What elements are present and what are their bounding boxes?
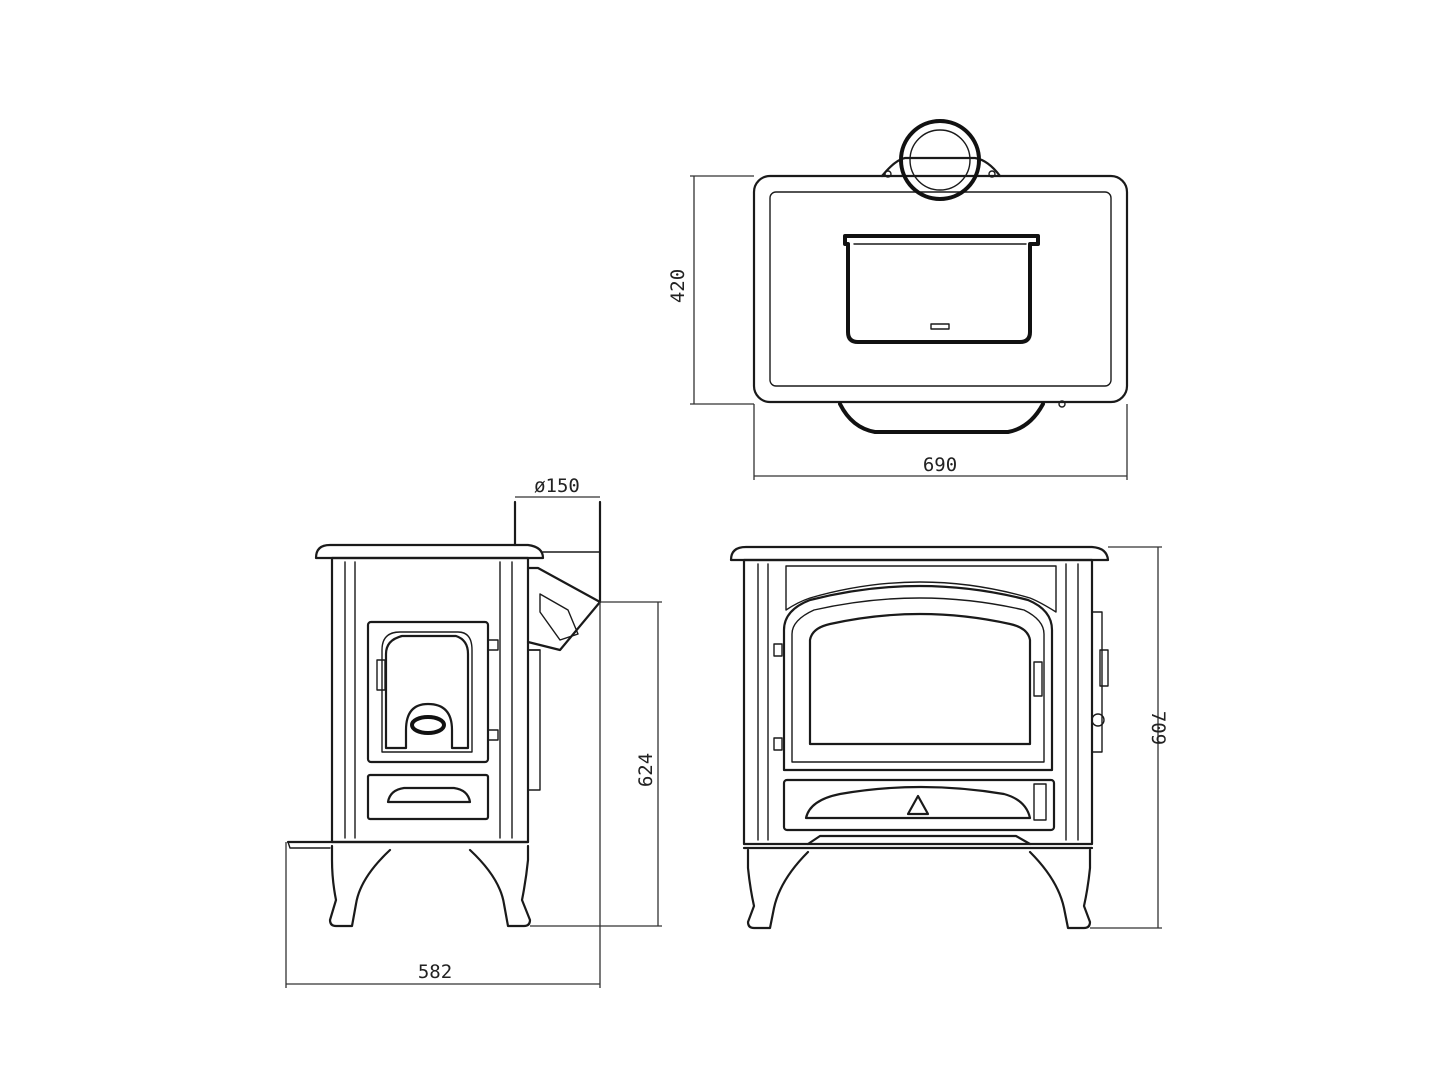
top-view: 420 690 bbox=[667, 119, 1129, 480]
front-door bbox=[773, 584, 1054, 772]
dim-top-depth: 420 bbox=[667, 269, 689, 303]
dim-side-flue-height: 624 bbox=[635, 753, 657, 787]
dim-top-width: 690 bbox=[923, 454, 957, 476]
dim-side-depth: 582 bbox=[418, 961, 452, 983]
dim-flue-diameter: ø150 bbox=[534, 475, 580, 497]
side-door bbox=[366, 620, 499, 764]
side-view: ø150 624 582 bbox=[285, 475, 662, 988]
top-plate bbox=[843, 234, 1040, 344]
flue-collar bbox=[880, 119, 1002, 201]
dim-front-height: 709 bbox=[1147, 711, 1169, 745]
front-view: 709 bbox=[729, 545, 1169, 930]
